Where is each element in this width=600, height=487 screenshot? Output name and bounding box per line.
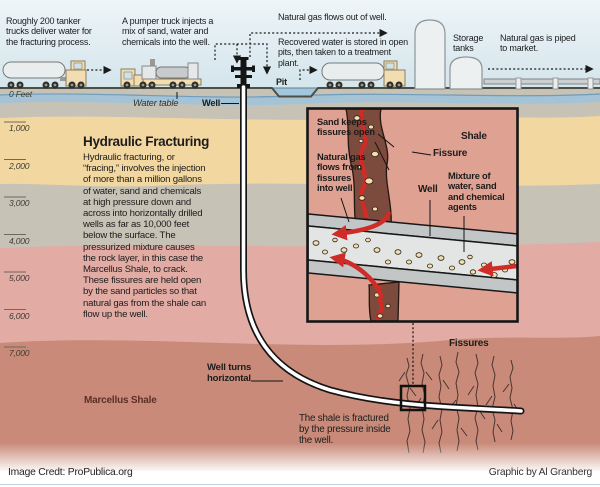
marcellus-shale-label: Marcellus Shale — [84, 395, 157, 406]
image-credit: Image Credt: ProPublica.org — [8, 467, 133, 478]
surface-leader-lines — [176, 92, 283, 382]
magnifier-square — [399, 384, 427, 412]
inset-well-label: Well — [418, 184, 438, 195]
gas-out-note: Natural gas flows out of well. — [278, 12, 387, 22]
flow-arrows — [87, 28, 594, 80]
tanker-note: Roughly 200 tanker trucks deliver water … — [6, 16, 92, 47]
depth-tick: 2,000 — [9, 160, 30, 171]
footer-fade — [0, 443, 600, 487]
water-truck-icon — [321, 60, 406, 89]
well-pipe — [240, 82, 525, 415]
depth-tick: 5,000 — [9, 273, 30, 283]
depth-tick-lines — [4, 121, 26, 348]
pit-label: Pit — [276, 77, 287, 87]
well-turns-horizontal-label: Well turns horizontal — [207, 362, 252, 384]
inset-sand-label: Sand keeps fissures open — [317, 117, 375, 138]
pipeline-icon — [483, 77, 600, 90]
well-label: Well — [202, 98, 221, 108]
inset-shale-label: Shale — [461, 131, 487, 142]
storage-tanks-icon — [414, 19, 483, 90]
depth-tick: 4,000 — [9, 235, 30, 246]
shale-fractured-note: The shale is fractured by the pressure i… — [299, 413, 391, 447]
water-table-label: Water table — [133, 98, 179, 108]
section-title: Hydraulic Fracturing — [83, 134, 210, 149]
storage-tanks-label: Storage tanks — [453, 33, 484, 54]
recovered-water-note: Recovered water is stored in open pits, … — [278, 37, 408, 68]
inset-leader-lines — [340, 133, 465, 252]
inset-panel — [306, 107, 519, 323]
tanker-truck-icon — [2, 60, 87, 89]
piped-to-market-note: Natural gas is piped to market. — [500, 33, 576, 54]
fissures-label: Fissures — [449, 338, 489, 349]
depth-tick: 7,000 — [9, 348, 30, 358]
inset-fissure-label: Fissure — [433, 148, 468, 159]
depth-tick: 6,000 — [9, 310, 30, 321]
pumper-truck-icon — [120, 59, 202, 89]
inset-mixture-label: Mixture of water, sand and chemical agen… — [448, 171, 505, 213]
ground-surface-line — [0, 87, 600, 98]
section-body: Hydraulic fracturing, or “fracing,” invo… — [83, 152, 207, 320]
graphic-credit: Graphic by Al Granberg — [488, 467, 592, 478]
pumper-note: A pumper truck injects a mix of sand, wa… — [122, 16, 214, 47]
depth-tick: 1,000 — [9, 123, 30, 133]
depth-tick: 3,000 — [9, 198, 30, 208]
surface-depth-label: 0 Feet — [9, 89, 32, 99]
inset-gas-flow-label: Natural gas flows from fissures into wel… — [317, 152, 366, 194]
